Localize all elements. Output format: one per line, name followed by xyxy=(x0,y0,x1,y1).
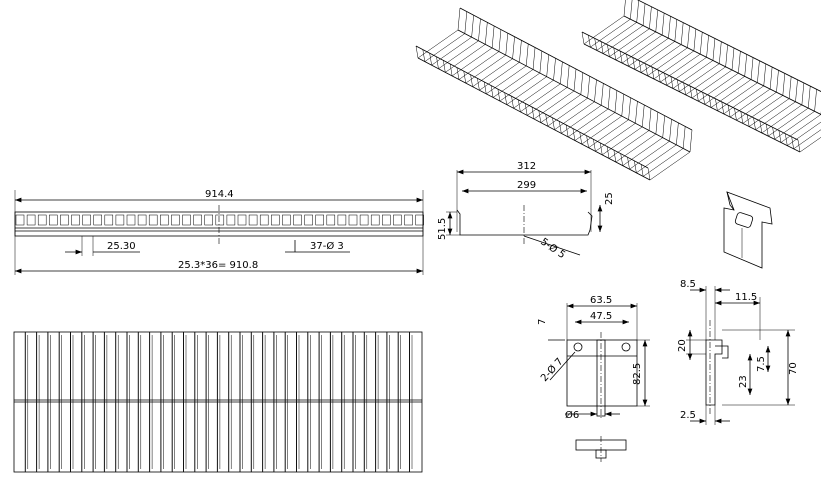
dim-overall-width: 914.4 xyxy=(205,189,234,200)
dim-bracket-holes: 2-Ø 7 xyxy=(538,356,565,384)
dim-hook-height: 20 xyxy=(677,339,688,352)
isometric-basket-right xyxy=(581,0,821,153)
dim-hole-spacing: 47.5 xyxy=(590,311,612,322)
dim-outer-width: 312 xyxy=(517,161,536,172)
dim-slot: 23 xyxy=(738,375,749,388)
dim-section-height: 51.5 xyxy=(437,218,448,240)
dim-holes: 37-Ø 3 xyxy=(310,240,344,252)
dim-wire: 5-Ø 5 xyxy=(538,236,567,262)
dim-hook: 11.5 xyxy=(735,292,757,303)
dim-top-offset: 7 xyxy=(537,319,548,325)
bracket-isometric xyxy=(723,191,773,269)
dim-lip-height: 7.5 xyxy=(756,356,767,372)
dim-top-width: 8.5 xyxy=(680,279,696,290)
dim-bracket-width: 63.5 xyxy=(590,295,612,306)
dim-thickness: 2.5 xyxy=(680,410,696,421)
bracket-side-view: 8.5 11.5 20 70 23 7.5 2.5 xyxy=(677,279,799,425)
dim-pitch-formula: 25.3*36= 910.8 xyxy=(178,260,258,271)
plan-view-grid xyxy=(13,331,423,473)
dim-pitch: 25.30 xyxy=(107,241,136,252)
dim-rod: Ø6 xyxy=(565,409,579,421)
section-view: 312 299 51.5 25 5-Ø 5 xyxy=(437,161,615,261)
dim-side-height: 70 xyxy=(788,362,799,375)
bracket-front-view: 63.5 47.5 7 2-Ø 7 82.5 Ø6 xyxy=(537,295,650,462)
dim-lip: 25 xyxy=(604,192,615,205)
isometric-basket-left xyxy=(415,7,693,181)
front-wire-slots xyxy=(15,214,424,226)
dim-inner-width: 299 xyxy=(517,180,536,191)
dim-bracket-height: 82.5 xyxy=(632,363,643,385)
front-elevation-view: 914.4 25.30 37-Ø 3 25.3*36= 910.8 xyxy=(14,189,424,275)
